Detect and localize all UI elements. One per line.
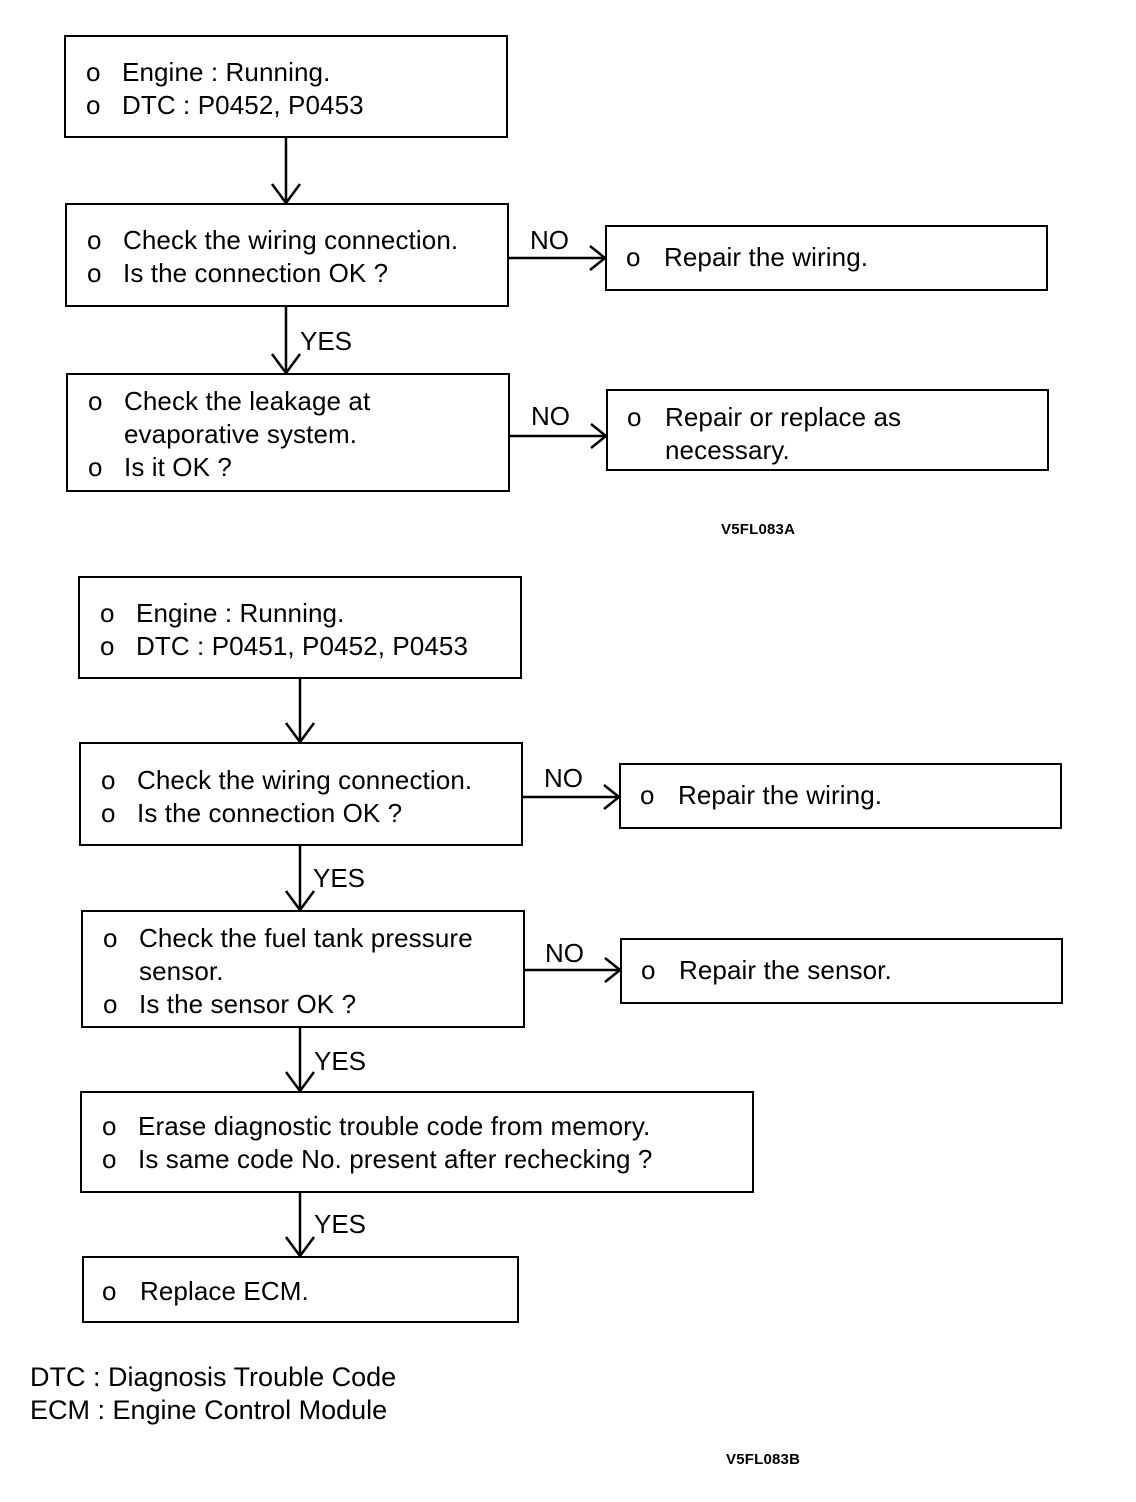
start-line-1: Engine : Running. <box>136 598 345 628</box>
flow-a-check-wiring-box: o Check the wiring connection. o Is the … <box>65 203 509 307</box>
bullet: o <box>101 765 116 795</box>
figure-code-a: V5FL083A <box>721 521 796 538</box>
bullet: o <box>626 242 641 272</box>
action-text: Repair the sensor. <box>679 955 892 985</box>
bullet: o <box>102 1111 117 1141</box>
question-line-2: evaporative system. <box>124 419 358 449</box>
flow-b-check-wiring-box: o Check the wiring connection. o Is the … <box>79 742 523 846</box>
start-line-2: DTC : P0451, P0452, P0453 <box>136 631 469 661</box>
action-text: Replace ECM. <box>140 1276 309 1306</box>
flow-b-yes-label-2: YES <box>314 1046 367 1076</box>
flow-b-start-box: o Engine : Running. o DTC : P0451, P0452… <box>78 576 522 679</box>
start-line-1: Engine : Running. <box>122 57 331 87</box>
bullet: o <box>627 402 642 432</box>
question-line-3: Is the sensor OK ? <box>139 989 357 1019</box>
flow-a-no-label-1: NO <box>530 225 569 255</box>
action-text: Repair the wiring. <box>678 780 883 810</box>
bullet: o <box>87 225 102 255</box>
figure-code-b: V5FL083B <box>726 1451 801 1468</box>
flow-a-repair-wiring-box: o Repair the wiring. <box>605 225 1048 291</box>
bullet: o <box>640 780 655 810</box>
flow-b-no-label-1: NO <box>544 763 583 793</box>
flow-a-yes-label: YES <box>300 326 353 356</box>
question-line-1: Check the leakage at <box>124 386 371 416</box>
flow-b-no-label-2: NO <box>545 938 584 968</box>
bullet: o <box>86 57 101 87</box>
flow-b-repair-sensor-box: o Repair the sensor. <box>620 938 1063 1004</box>
question-line-3: Is it OK ? <box>124 452 232 482</box>
question-line-2: Is the connection OK ? <box>137 798 403 828</box>
question-line-2: sensor. <box>139 956 224 986</box>
bullet: o <box>101 798 116 828</box>
flow-b-erase-box: o Erase diagnostic trouble code from mem… <box>80 1091 754 1193</box>
bullet: o <box>103 989 118 1019</box>
bullet: o <box>88 452 103 482</box>
action-line-2: necessary. <box>665 435 790 465</box>
flow-a-repair-replace-box: o Repair or replace as necessary. <box>606 389 1049 471</box>
action-text: Repair the wiring. <box>664 242 869 272</box>
action-line-1: Repair or replace as <box>665 402 902 432</box>
question-line-1: Erase diagnostic trouble code from memor… <box>138 1111 651 1141</box>
flow-b-yes-label-1: YES <box>313 863 366 893</box>
question-line-1: Check the fuel tank pressure <box>139 923 473 953</box>
bullet: o <box>87 258 102 288</box>
question-line-2: Is the connection OK ? <box>123 258 389 288</box>
flow-b-yes-label-3: YES <box>314 1209 367 1239</box>
start-line-2: DTC : P0452, P0453 <box>122 90 364 120</box>
flow-b-replace-box: o Replace ECM. <box>82 1256 519 1323</box>
legend-ecm: ECM : Engine Control Module <box>30 1395 388 1425</box>
legend-dtc: DTC : Diagnosis Trouble Code <box>30 1362 397 1392</box>
bullet: o <box>100 631 115 661</box>
bullet: o <box>641 955 656 985</box>
question-line-2: Is same code No. present after recheckin… <box>138 1144 653 1174</box>
flow-a-start-box: o Engine : Running. o DTC : P0452, P0453 <box>64 35 508 138</box>
flow-a-no-label-2: NO <box>531 401 570 431</box>
bullet: o <box>86 90 101 120</box>
bullet: o <box>88 386 103 416</box>
question-line-1: Check the wiring connection. <box>123 225 459 255</box>
bullet: o <box>102 1276 117 1306</box>
flow-b-check-sensor-box: o Check the fuel tank pressure sensor. o… <box>81 910 525 1028</box>
flow-b-repair-wiring-box: o Repair the wiring. <box>619 763 1062 829</box>
flow-a-check-leakage-box: o Check the leakage at evaporative syste… <box>66 373 510 492</box>
bullet: o <box>102 1144 117 1174</box>
bullet: o <box>100 598 115 628</box>
question-line-1: Check the wiring connection. <box>137 765 473 795</box>
bullet: o <box>103 923 118 953</box>
